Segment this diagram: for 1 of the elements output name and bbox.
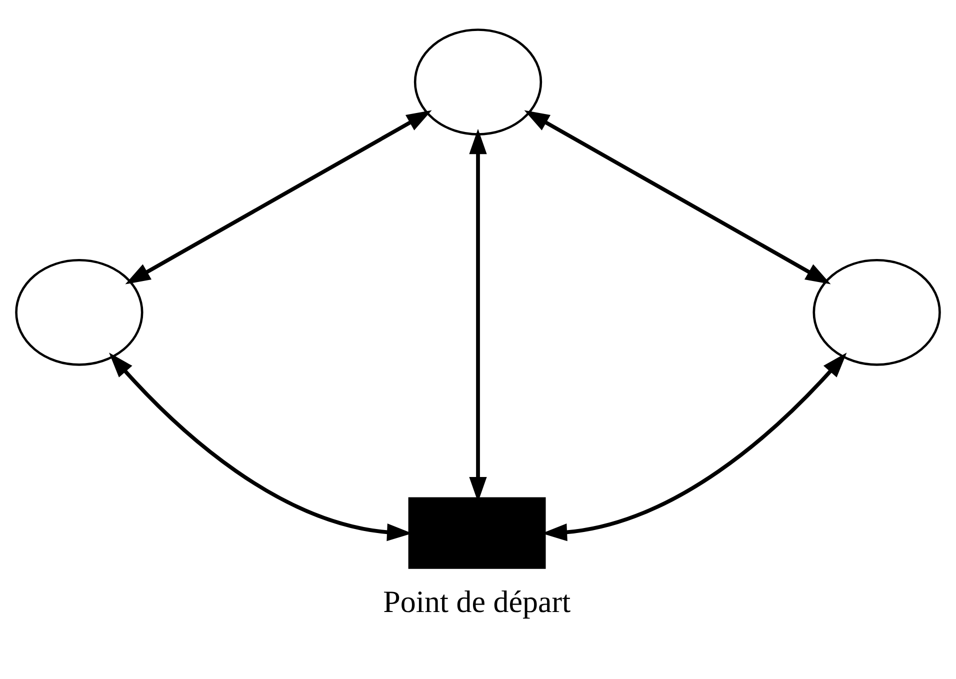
node-label: Point de départ (383, 584, 571, 620)
